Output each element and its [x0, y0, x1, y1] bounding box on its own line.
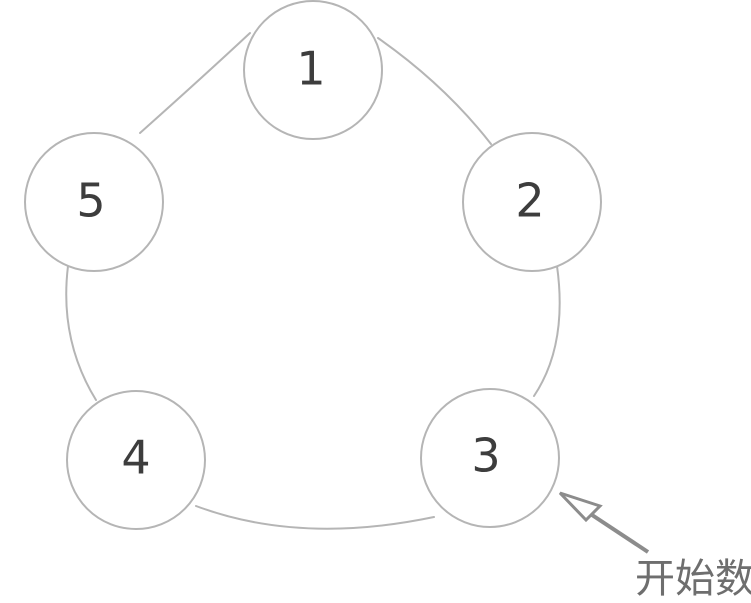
- node-5[interactable]: 5: [24, 132, 164, 272]
- node-1-circle[interactable]: [243, 0, 383, 140]
- start-pointer-annotation: 开始数: [558, 491, 751, 602]
- start-pointer-label: 开始数: [635, 556, 751, 602]
- edge-node4-to-node5: [65, 265, 97, 401]
- node-5-circle[interactable]: [24, 132, 164, 272]
- node-2[interactable]: 2: [462, 132, 602, 272]
- node-4[interactable]: 4: [66, 390, 206, 530]
- node-1-label: 1: [296, 42, 325, 96]
- edge-node3-to-node4: [195, 505, 435, 530]
- node-3-label: 3: [471, 429, 500, 483]
- node-2-circle[interactable]: [462, 132, 602, 272]
- start-pointer-arrow-head: [558, 491, 603, 523]
- edge-node2-to-node3: [533, 265, 561, 397]
- node-5-label: 5: [76, 174, 105, 228]
- node-4-label: 4: [121, 431, 150, 485]
- node-3-circle[interactable]: [420, 388, 560, 528]
- node-2-label: 2: [515, 174, 544, 228]
- edge-node5-to-node1: [139, 32, 251, 134]
- node-1[interactable]: 1: [243, 0, 383, 140]
- start-pointer-arrow-shaft: [587, 511, 650, 554]
- node-4-circle[interactable]: [66, 390, 206, 530]
- node-3[interactable]: 3: [420, 388, 560, 528]
- edge-node1-to-node2: [377, 37, 492, 145]
- edges-group: [65, 32, 561, 530]
